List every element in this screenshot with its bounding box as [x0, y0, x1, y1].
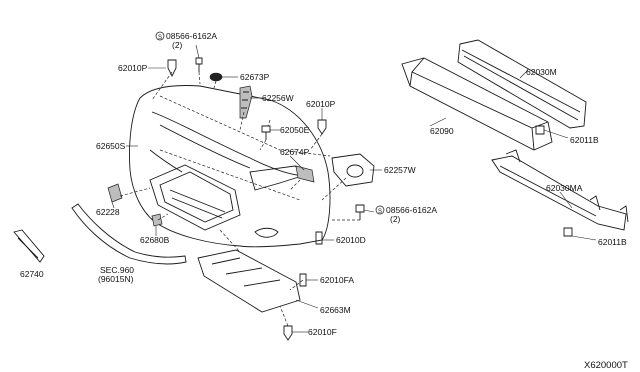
bolt-top — [195, 57, 203, 72]
bumper-fascia — [129, 85, 331, 248]
side-bracket — [107, 183, 123, 203]
reinforcement — [457, 39, 587, 129]
center-bracket — [239, 85, 253, 119]
clip-top-left — [167, 59, 177, 78]
label-bolt-center: 62050E — [280, 125, 310, 135]
clip-f — [283, 325, 293, 341]
svg-text:S: S — [158, 35, 162, 41]
label-bracket-center: 62256W — [262, 93, 294, 103]
clip-fa — [299, 273, 307, 287]
label-spoiler-note: SEC.960 — [100, 265, 134, 275]
label-absorber: 62090 — [430, 126, 454, 136]
retainer — [151, 213, 163, 227]
label-bolt-right-qty: (2) — [390, 214, 401, 224]
label-fog-finisher: 62257W — [384, 165, 416, 175]
label-cap-top: 62673P — [240, 72, 270, 82]
lower-spoiler — [71, 203, 187, 265]
clip-center — [317, 119, 327, 135]
label-license-bracket: 62740 — [20, 269, 44, 279]
label-clip-f: 62010F — [308, 327, 337, 337]
label-lower-reinf: 62030MA — [546, 183, 583, 193]
label-undercover: 62663M — [320, 305, 351, 315]
guide-lines — [119, 71, 360, 327]
bolt-reinforcement — [535, 125, 545, 135]
label-spoiler-note2: (96015N) — [98, 274, 134, 284]
label-bolt-reinf: 62011B — [570, 135, 599, 145]
fog-finisher — [331, 153, 375, 187]
label-reinforcement: 62030M — [526, 67, 557, 77]
lower-reinforcement — [491, 149, 629, 231]
label-clip-lower-center: 62010D — [336, 235, 366, 245]
label-bolt-right: 08566-6162A — [386, 205, 437, 215]
grommet — [295, 165, 315, 183]
label-clip-center: 62010P — [306, 99, 336, 109]
bolt-lower-reinforcement — [563, 227, 573, 237]
cap — [209, 72, 223, 82]
bolt-right — [355, 204, 365, 220]
label-bolt-top: 08566-6162A — [166, 31, 217, 41]
label-side-bracket: 62228 — [96, 207, 120, 217]
svg-text:S: S — [378, 209, 382, 215]
part-labels: S 08566-6162A (2) 62010P 62673P 62256W 6… — [20, 31, 628, 371]
absorber — [401, 57, 553, 151]
label-retainer: 62680B — [140, 235, 170, 245]
clip-lower-center — [315, 231, 323, 245]
label-clip-fa: 62010FA — [320, 275, 354, 285]
label-clip-top-left: 62010P — [118, 63, 148, 73]
bolt-center — [261, 125, 271, 140]
leader-lines — [111, 44, 597, 333]
label-grommet: 62674P — [280, 147, 310, 157]
license-bracket — [13, 229, 45, 263]
label-fascia: 62650S — [96, 141, 126, 151]
label-bolt-top-qty: (2) — [172, 40, 183, 50]
label-bolt-lower-reinf: 62011B — [598, 237, 627, 247]
diagram-id: X620000T — [584, 360, 628, 371]
undercover — [197, 249, 301, 313]
